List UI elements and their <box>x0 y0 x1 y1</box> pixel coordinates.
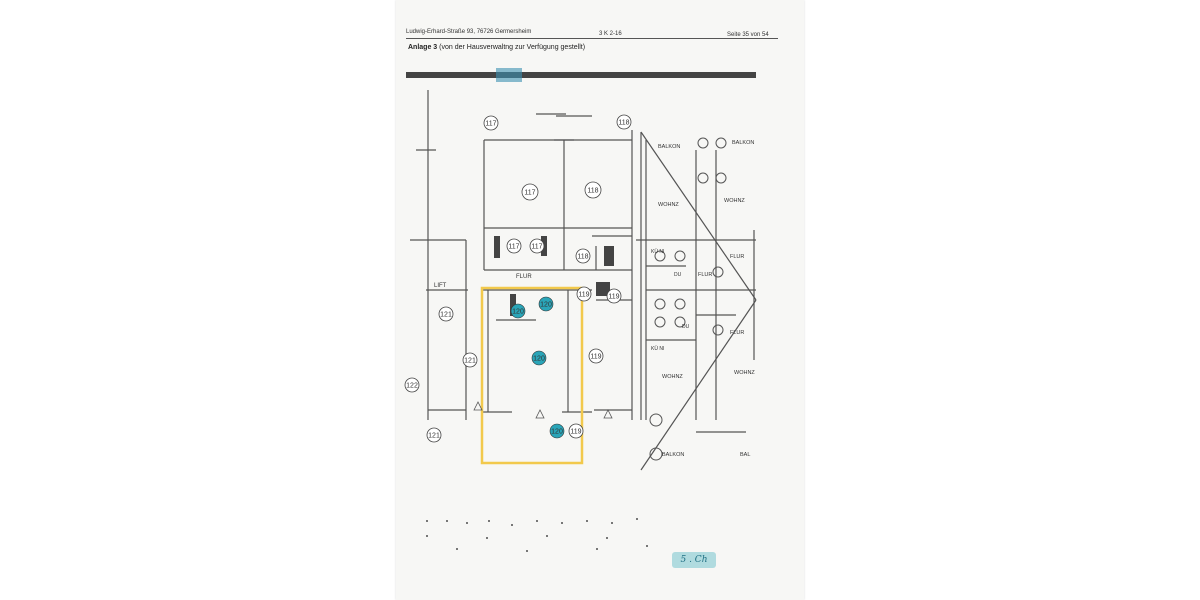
label-wohnz-2: WOHNZ <box>724 198 745 204</box>
header-rule <box>406 38 778 39</box>
label-flur-2: FLUR <box>730 254 744 260</box>
svg-text:117: 117 <box>508 244 519 251</box>
blue-mark <box>496 68 522 82</box>
label-flur-main: FLUR <box>516 274 532 280</box>
svg-text:120: 120 <box>512 309 524 316</box>
door-symbols <box>473 401 613 419</box>
label-balkon-3: BALKON <box>662 452 684 458</box>
label-flur-1: FLUR <box>698 272 712 278</box>
svg-text:120: 120 <box>533 356 545 363</box>
label-kueche-1: KÜ NI <box>651 248 664 255</box>
svg-text:122: 122 <box>406 383 418 390</box>
room-number-9: 119 <box>606 288 622 304</box>
label-flur-3: FLUR <box>730 330 744 336</box>
balcony-circles <box>649 137 727 461</box>
label-wohnz-4: WOHNZ <box>734 370 755 376</box>
room-number-7: 118 <box>575 248 591 264</box>
svg-text:121: 121 <box>440 312 452 319</box>
caption-label: Anlage 3 <box>408 44 438 51</box>
stamp-text: 5 . Ch <box>680 555 708 565</box>
highlighted-room-1: 120 <box>538 296 554 312</box>
label-du-1: DU <box>674 272 682 278</box>
room-number-6: 117 <box>529 238 545 254</box>
highlighted-room-markers: 120 120 120 120 <box>510 296 565 439</box>
room-number-10: 121 <box>438 306 454 322</box>
room-number-13: 119 <box>588 348 604 364</box>
label-wohnz-1: WOHNZ <box>658 202 679 208</box>
document-page: Ludwig-Erhard-Straße 93, 76726 Germershe… <box>396 0 804 600</box>
room-number-11: 121 <box>462 352 478 368</box>
handwritten-stamp: 5 . Ch <box>672 552 716 568</box>
svg-text:119: 119 <box>608 294 619 301</box>
label-wohnz-3: WOHNZ <box>662 374 683 380</box>
plan-top-band <box>406 72 756 78</box>
room-number-2: 118 <box>616 114 632 130</box>
plan-labels: BALKON BALKON BALKON BAL WOHNZ WOHNZ WOH… <box>434 140 755 458</box>
svg-text:119: 119 <box>590 354 601 361</box>
label-du-2: DU <box>682 324 690 330</box>
lower-dots <box>426 518 648 552</box>
room-number-8: 119 <box>576 286 592 302</box>
svg-text:118: 118 <box>577 254 588 261</box>
label-balkon-2: BALKON <box>732 140 754 146</box>
highlighted-apartment <box>480 286 584 465</box>
label-balkon-4: BAL <box>740 452 750 458</box>
svg-text:121: 121 <box>464 358 476 365</box>
svg-text:118: 118 <box>618 120 629 127</box>
room-number-5: 117 <box>506 238 522 254</box>
room-number-15: 119 <box>568 423 584 439</box>
floor-plan: 117 118 117 118 117 117 118 119 119 121 … <box>404 68 757 552</box>
caption-text: (von der Hausverwaltng zur Verfügung ges… <box>439 44 586 51</box>
svg-text:117: 117 <box>485 121 496 128</box>
label-kueche-2: KÜ NI <box>651 345 664 352</box>
svg-text:120: 120 <box>540 302 552 309</box>
highlighted-room-3: 120 <box>531 350 547 366</box>
svg-text:119: 119 <box>578 292 589 299</box>
caption: Anlage 3 (von der Hausverwaltng zur Verf… <box>408 44 585 51</box>
highlighted-room-2: 120 <box>510 303 526 319</box>
header-address: Ludwig-Erhard-Straße 93, 76726 Germershe… <box>406 29 532 35</box>
room-number-3: 117 <box>521 183 539 201</box>
room-number-1: 117 <box>483 115 499 131</box>
room-number-markers: 117 118 117 118 117 117 118 119 119 121 … <box>404 114 632 443</box>
label-lift: LIFT <box>434 283 447 289</box>
svg-text:118: 118 <box>587 188 598 195</box>
room-number-12: 122 <box>404 377 420 393</box>
svg-text:119: 119 <box>570 429 581 436</box>
svg-text:117: 117 <box>524 190 535 197</box>
label-balkon-1: BALKON <box>658 144 680 150</box>
svg-text:121: 121 <box>428 433 440 440</box>
walls <box>410 90 757 471</box>
svg-text:117: 117 <box>531 244 542 251</box>
header-page-number: Seite 35 von 54 <box>727 32 769 38</box>
room-number-14: 121 <box>426 427 442 443</box>
svg-text:120: 120 <box>551 429 563 436</box>
room-number-4: 118 <box>584 181 602 199</box>
header-file-number: 3 K 2-16 <box>599 31 622 37</box>
highlighted-room-4: 120 <box>549 423 565 439</box>
